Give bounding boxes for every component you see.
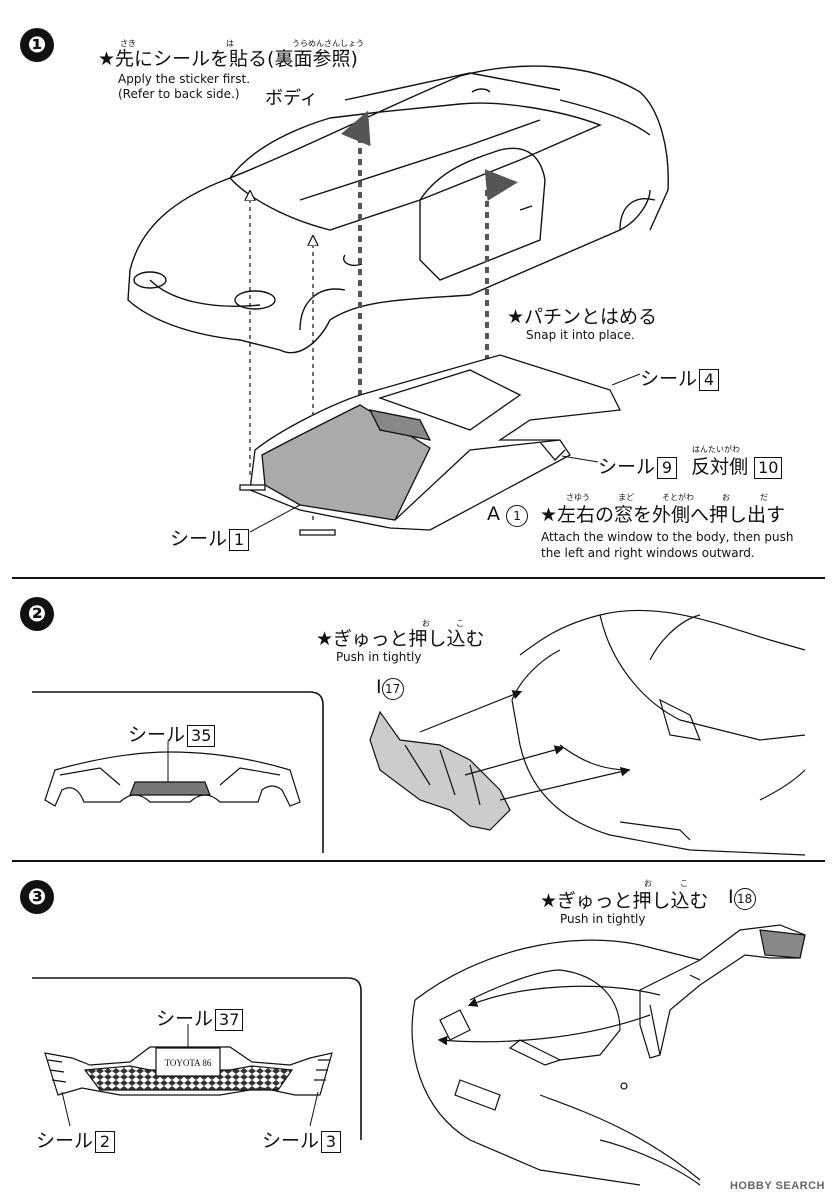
step1-note-apply-en-1: Apply the sticker first. (118, 72, 251, 86)
step3-inset-frame (32, 977, 362, 1140)
front-grille-part (44, 1046, 333, 1096)
seal-1-text: シール (170, 528, 228, 550)
part-i18-number: 18 (733, 888, 756, 910)
step2-ruby-o: お (422, 619, 430, 628)
seal-2-number: 2 (95, 1131, 116, 1153)
step2-ruby-ko: こ (456, 619, 464, 628)
seal-37-text: シール (156, 1008, 214, 1030)
opposite-side-text: 反対側 (691, 456, 749, 478)
step2-diffuser-part (369, 710, 511, 831)
seal-37-number: 37 (215, 1009, 244, 1031)
front-body-drawing (411, 939, 701, 1186)
step3-arrows (437, 985, 661, 1046)
step1-assembly-arrows (250, 110, 518, 520)
part-i17-number: 17 (381, 678, 404, 700)
seal-1-number: 1 (229, 529, 250, 551)
seal-2-text: シール (36, 1130, 94, 1152)
seal-9-text: シール (598, 456, 656, 478)
ruby-ha: は (226, 39, 234, 48)
seal-3-text: シール (262, 1130, 320, 1152)
part-a1-callout: A 1 (487, 503, 529, 527)
step-2-number: ❷ (20, 597, 54, 631)
step2-inset-frame (32, 691, 324, 853)
step-1-number: ❶ (20, 28, 54, 62)
step-3-number: ❸ (20, 880, 54, 914)
seal-10-number: 10 (754, 457, 783, 479)
step-2-divider (12, 577, 825, 579)
part-i-letter: I (376, 676, 382, 698)
ruby-saki: さき (120, 39, 136, 48)
step3-grille-part (639, 924, 806, 1059)
part-a1-number: 1 (506, 505, 529, 527)
step1-note-push-windows: ★左右の窓を外側へ押し出す (540, 504, 786, 526)
step1-note-snap: ★パチンとはめる (507, 306, 658, 328)
license-plate-text: TOYOTA 86 (165, 1058, 212, 1068)
step3-ruby-o: お (644, 879, 652, 888)
step1-note-apply-sticker: ★先にシールを貼る(裏面参照) (98, 48, 358, 70)
part-a-letter: A (487, 503, 500, 525)
seal-35-number: 35 (187, 725, 216, 747)
watermark: HOBBY SEARCH (729, 1180, 825, 1192)
step-3-divider (12, 860, 825, 862)
step2-note-push: ★ぎゅっと押し込む (316, 628, 485, 650)
ruby-sotogawa: そとがわ (662, 493, 694, 502)
rear-diffuser-part (44, 751, 301, 807)
step3-note-push: ★ぎゅっと押し込む (540, 890, 709, 912)
step2-arrows (419, 690, 631, 801)
part-i18-letter: I (728, 886, 734, 908)
step3-note-push-en: Push in tightly (560, 912, 646, 926)
step2-note-push-en: Push in tightly (336, 650, 422, 664)
body-label: ボディ (265, 88, 318, 109)
step1-note-push-en-1: Attach the window to the body, then push (541, 530, 794, 544)
ruby-o: お (722, 493, 730, 502)
ruby-mado: まど (618, 493, 634, 502)
step1-note-snap-en: Snap it into place. (526, 328, 635, 342)
step3-ruby-ko: こ (680, 879, 688, 888)
seal-4-text: シール (640, 368, 698, 390)
step1-note-push-en-2: the left and right windows outward. (541, 546, 755, 560)
rear-bumper-drawing (511, 609, 806, 856)
seal-9-number: 9 (657, 457, 678, 479)
seal-3-number: 3 (321, 1131, 342, 1153)
step1-note-apply-en-2: (Refer to back side.) (118, 87, 240, 101)
seal-35-text: シール (128, 724, 186, 746)
ruby-da: だ (760, 493, 768, 502)
seal-4-number: 4 (699, 369, 720, 391)
ruby-uramen: うらめんさんしょう (292, 39, 364, 48)
step3-leaders (61, 1024, 319, 1127)
ruby-hantaigawa: はんたいがわ (692, 445, 740, 454)
